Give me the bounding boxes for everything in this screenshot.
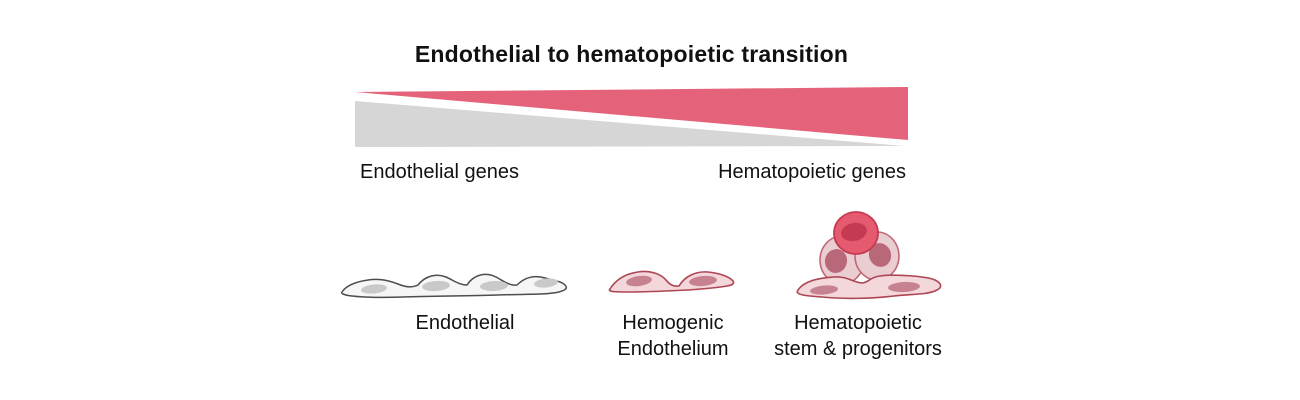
endothelial-label-line: Endothelial <box>415 312 515 334</box>
hematopoietic-genes-wedge <box>355 87 908 140</box>
hematopoietic-stem-progenitors-label: Hematopoietic stem & progenitors <box>763 310 953 362</box>
endothelial-cells-illustration <box>340 273 568 299</box>
hsc-label-line: stem & progenitors <box>774 338 942 360</box>
hsc-base-nucleus <box>888 281 920 293</box>
endothelial-label: Endothelial <box>380 310 550 336</box>
hematopoietic-genes-label: Hematopoietic genes <box>718 161 906 183</box>
hemogenic-nucleus <box>626 275 652 287</box>
gene-gradient-wedges <box>355 87 908 147</box>
progenitor-nucleus <box>868 243 892 267</box>
hemogenic-nucleus <box>689 275 717 287</box>
endothelial-cell-body <box>340 273 568 299</box>
endothelial-genes-wedge <box>355 101 905 147</box>
endothelial-nucleus <box>480 280 508 292</box>
endothelial-nucleus <box>422 280 450 292</box>
gene-gradient-labels: Endothelial genes Hematopoietic genes <box>355 161 908 184</box>
hemogenic-label-line: Hemogenic <box>622 312 724 334</box>
hematopoietic-cluster-illustration <box>796 211 942 300</box>
endothelial-nucleus <box>534 278 558 288</box>
endothelial-genes-label: Endothelial genes <box>360 161 520 183</box>
hemogenic-endothelium-illustration <box>608 270 735 293</box>
hemogenic-label-line: Endothelium <box>617 338 729 360</box>
progenitor-nucleus <box>824 249 848 273</box>
stem-cell-nucleus <box>841 222 867 242</box>
diagram-title: Endothelial to hematopoietic transition <box>414 41 849 67</box>
endothelial-nucleus <box>361 284 387 294</box>
hsc-base-nucleus <box>810 285 838 295</box>
hsc-label-line: Hematopoietic <box>794 312 922 334</box>
hemogenic-endothelium-label: Hemogenic Endothelium <box>588 310 758 362</box>
